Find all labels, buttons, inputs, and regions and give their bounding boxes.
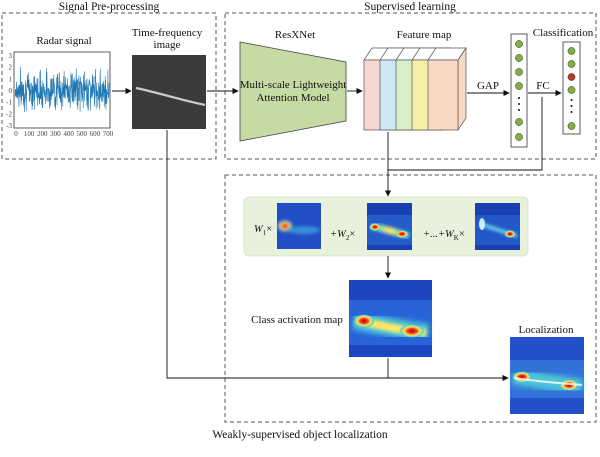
tf-to-localization-connector bbox=[166, 130, 509, 382]
classification-label: Classification bbox=[533, 27, 594, 39]
y-tick-label: -3 bbox=[6, 122, 12, 130]
x-tick-label: 100 bbox=[24, 130, 35, 138]
preprocessing-section-box bbox=[1, 12, 217, 160]
gap-vector bbox=[510, 33, 528, 148]
tf-image-label-line1: Time-frequency bbox=[132, 27, 203, 39]
tf-image-label-line2: image bbox=[154, 39, 181, 51]
y-tick-label: 2 bbox=[9, 64, 13, 72]
weight-1-term: W1× bbox=[254, 224, 272, 237]
resxnet-model-block bbox=[239, 41, 347, 142]
cam-label: Class activation map bbox=[251, 314, 343, 326]
y-tick-label: 1 bbox=[9, 75, 13, 83]
x-tick-label: 400 bbox=[63, 130, 74, 138]
heatmap-2 bbox=[367, 203, 412, 250]
classification-vector bbox=[562, 41, 581, 135]
weight-2-term: +W2× bbox=[330, 229, 355, 242]
x-tick-label: 0 bbox=[14, 130, 18, 138]
feature-map-stack bbox=[363, 46, 467, 132]
feature-map-5 bbox=[427, 46, 467, 132]
x-tick-label: 300 bbox=[50, 130, 61, 138]
supervised-section-box bbox=[224, 12, 597, 160]
x-tick-label: 500 bbox=[76, 130, 87, 138]
x-tick-label: 700 bbox=[103, 130, 114, 138]
class-activation-map bbox=[349, 280, 432, 357]
model-label-line1: Multi-scale Lightweight bbox=[240, 79, 347, 91]
heatmap-k bbox=[475, 203, 520, 250]
fc-label: FC bbox=[536, 80, 549, 92]
x-tick-label: 600 bbox=[90, 130, 101, 138]
fc-weights-connector bbox=[388, 97, 543, 171]
x-tick-label: 200 bbox=[37, 130, 48, 138]
time-frequency-image bbox=[132, 55, 206, 129]
gap-label: GAP bbox=[477, 80, 499, 92]
supervised-section-title: Supervised learning bbox=[364, 1, 456, 13]
wsol-section-title: Weakly-supervised object localization bbox=[212, 429, 388, 441]
y-tick-label: -2 bbox=[6, 110, 12, 118]
feature-map-label: Feature map bbox=[397, 29, 452, 41]
y-tick-label: 3 bbox=[9, 52, 13, 60]
wsol-section-box bbox=[224, 174, 597, 423]
localization-image bbox=[510, 337, 584, 414]
model-label-line2: Attention Model bbox=[256, 92, 329, 104]
weight-k-term: +...+WK× bbox=[423, 229, 465, 242]
y-tick-label: 0 bbox=[9, 87, 13, 95]
y-tick-label: -1 bbox=[6, 99, 12, 107]
radar-signal-waveform bbox=[14, 66, 110, 113]
preprocessing-section-title: Signal Pre-processing bbox=[59, 1, 160, 13]
localization-label: Localization bbox=[519, 324, 574, 336]
resxnet-label: ResXNet bbox=[275, 29, 315, 41]
radar-signal-label: Radar signal bbox=[36, 35, 91, 47]
predicted-class-node bbox=[567, 73, 576, 81]
heatmap-1 bbox=[277, 203, 321, 249]
